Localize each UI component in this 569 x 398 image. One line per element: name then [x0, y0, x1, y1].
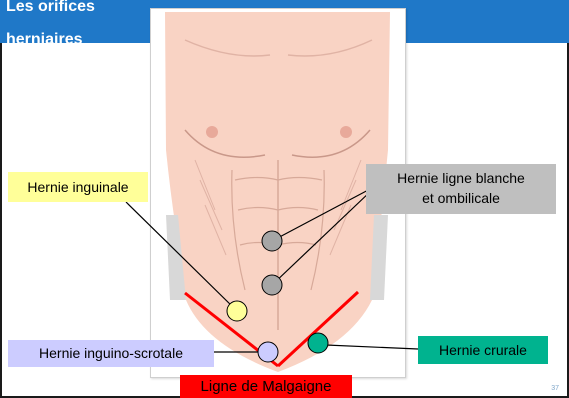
torso-figure	[165, 12, 390, 372]
label-hernie-crurale: Hernie crurale	[418, 336, 548, 364]
label-hernie-inguino-scrotale: Hernie inguino-scrotale	[8, 340, 214, 367]
label-hernie-inguinale: Hernie inguinale	[8, 172, 148, 202]
marker-inguino-scrotale	[258, 342, 278, 362]
connector-crurale	[326, 345, 418, 349]
label-hernie-ligne-blanche-line1: Hernie ligne blanche	[366, 168, 556, 188]
marker-ombilicale	[262, 275, 282, 295]
label-hernie-ligne-blanche: Hernie ligne blanche et ombilicale	[366, 164, 556, 214]
page-number: 37	[551, 385, 559, 392]
marker-inguinale	[227, 301, 247, 321]
marker-ligne-blanche-upper	[262, 231, 282, 251]
left-nipple	[206, 126, 218, 138]
right-nipple	[340, 126, 352, 138]
label-hernie-ligne-blanche-line2: et ombilicale	[366, 188, 556, 208]
label-ligne-de-malgaigne: Ligne de Malgaigne	[180, 375, 352, 398]
marker-crurale	[308, 333, 328, 353]
